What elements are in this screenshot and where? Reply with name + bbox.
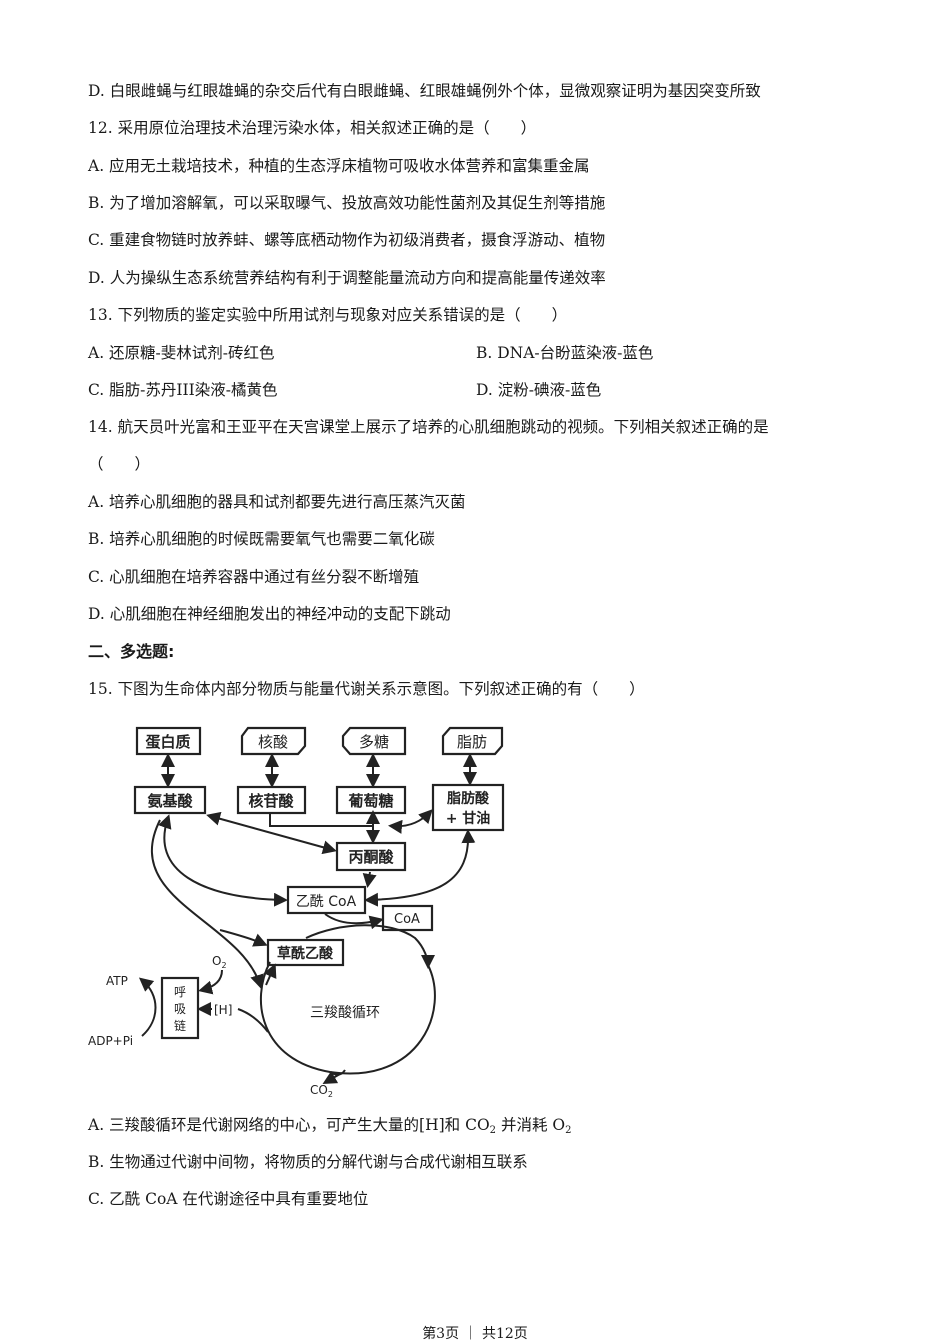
box-respiratory-chain: 呼 吸 链	[160, 976, 200, 1040]
box-coa: CoA	[381, 904, 434, 932]
svg-text:乙酰 CoA: 乙酰 CoA	[296, 894, 357, 910]
svg-text:氨基酸: 氨基酸	[147, 792, 193, 810]
svg-text:呼: 呼	[174, 985, 186, 999]
metabolism-diagram: 蛋白质 核酸 多糖 脂肪 氨基酸 核苷酸 葡萄糖 脂肪酸 + 甘油 丙酮酸 乙酰 …	[88, 726, 505, 1099]
svg-text:多糖: 多糖	[359, 733, 389, 751]
box-amino-acid: 氨基酸	[133, 785, 207, 815]
label-co2: CO2	[310, 1083, 333, 1099]
q15-option-a: A. 三羧酸循环是代谢网络的中心，可产生大量的[H]和 CO2 并消耗 O2	[88, 1116, 572, 1136]
q12-option-c: C. 重建食物链时放养蚌、螺等底栖动物作为初级消费者，摄食浮游动、植物	[88, 231, 606, 249]
svg-text:CoA: CoA	[394, 912, 420, 927]
svg-text:丙酮酸: 丙酮酸	[348, 848, 394, 866]
svg-text:链: 链	[174, 1018, 186, 1033]
label-h: [H]	[214, 1003, 232, 1017]
box-protein: 蛋白质	[135, 726, 202, 756]
box-glucose: 葡萄糖	[335, 785, 407, 815]
svg-text:核酸: 核酸	[258, 733, 288, 751]
box-oxaloacetate: 草酰乙酸	[266, 938, 345, 967]
label-o2: O2	[212, 954, 227, 970]
page-footer: 第3页 ｜ 共12页	[422, 1326, 528, 1342]
q14-stem: 14. 航天员叶光富和王亚平在天宫课堂上展示了培养的心肌细胞跳动的视频。下列相关…	[88, 418, 769, 436]
svg-text:脂肪: 脂肪	[457, 733, 487, 751]
q14-option-a: A. 培养心肌细胞的器具和试剂都要先进行高压蒸汽灭菌	[88, 493, 466, 511]
q15-stem: 15. 下图为生命体内部分物质与能量代谢关系示意图。下列叙述正确的有（ ）	[88, 680, 645, 698]
box-nucleic-acid: 核酸	[240, 726, 307, 756]
svg-text:草酰乙酸: 草酰乙酸	[277, 945, 334, 962]
q13-option-a: A. 还原糖-斐林试剂-砖红色	[88, 344, 275, 362]
box-fatty-acid-glycerol: 脂肪酸 + 甘油	[431, 783, 505, 832]
box-fat: 脂肪	[441, 726, 504, 756]
q14-paren: （ ）	[88, 455, 151, 473]
q13-option-b: B. DNA-台盼蓝染液-蓝色	[476, 344, 654, 362]
q15-option-c: C. 乙酰 CoA 在代谢途径中具有重要地位	[88, 1190, 369, 1208]
label-atp: ATP	[106, 974, 128, 988]
q13-stem: 13. 下列物质的鉴定实验中所用试剂与现象对应关系错误的是（ ）	[88, 306, 568, 324]
box-polysaccharide: 多糖	[341, 726, 407, 756]
q12-stem: 12. 采用原位治理技术治理污染水体，相关叙述正确的是（ ）	[88, 119, 537, 137]
q14-option-c: C. 心肌细胞在培养容器中通过有丝分裂不断增殖	[88, 568, 420, 586]
q11-option-d: D. 白眼雌蝇与红眼雄蝇的杂交后代有白眼雌蝇、红眼雄蝇例外个体，显微观察证明为基…	[88, 82, 761, 100]
q13-option-d: D. 淀粉-碘液-蓝色	[476, 381, 602, 399]
section-heading: 二、多选题:	[88, 642, 175, 661]
q12-option-a: A. 应用无土栽培技术，种植的生态浮床植物可吸收水体营养和富集重金属	[88, 157, 590, 175]
q14-option-b: B. 培养心肌细胞的时候既需要氧气也需要二氧化碳	[88, 530, 435, 548]
svg-text:脂肪酸: 脂肪酸	[446, 790, 490, 807]
q12-option-b: B. 为了增加溶解氧，可以采取曝气、投放高效功能性菌剂及其促生剂等措施	[88, 194, 606, 212]
label-adp-pi: ADP+Pi	[88, 1034, 133, 1048]
svg-text:+ 甘油: + 甘油	[446, 810, 491, 827]
svg-text:吸: 吸	[174, 1002, 186, 1016]
svg-text:蛋白质: 蛋白质	[145, 733, 190, 751]
label-tca-cycle: 三羧酸循环	[310, 1005, 380, 1021]
svg-text:核苷酸: 核苷酸	[248, 792, 294, 810]
q15-option-b: B. 生物通过代谢中间物，将物质的分解代谢与合成代谢相互联系	[88, 1153, 528, 1171]
q12-option-d: D. 人为操纵生态系统营养结构有利于调整能量流动方向和提高能量传递效率	[88, 269, 606, 287]
q14-option-d: D. 心肌细胞在神经细胞发出的神经冲动的支配下跳动	[88, 605, 451, 623]
svg-text:葡萄糖: 葡萄糖	[347, 792, 393, 810]
q13-option-c: C. 脂肪-苏丹III染液-橘黄色	[88, 381, 278, 399]
box-nucleotide: 核苷酸	[236, 785, 307, 815]
box-pyruvate: 丙酮酸	[335, 841, 407, 872]
box-acetyl-coa: 乙酰 CoA	[286, 885, 367, 915]
